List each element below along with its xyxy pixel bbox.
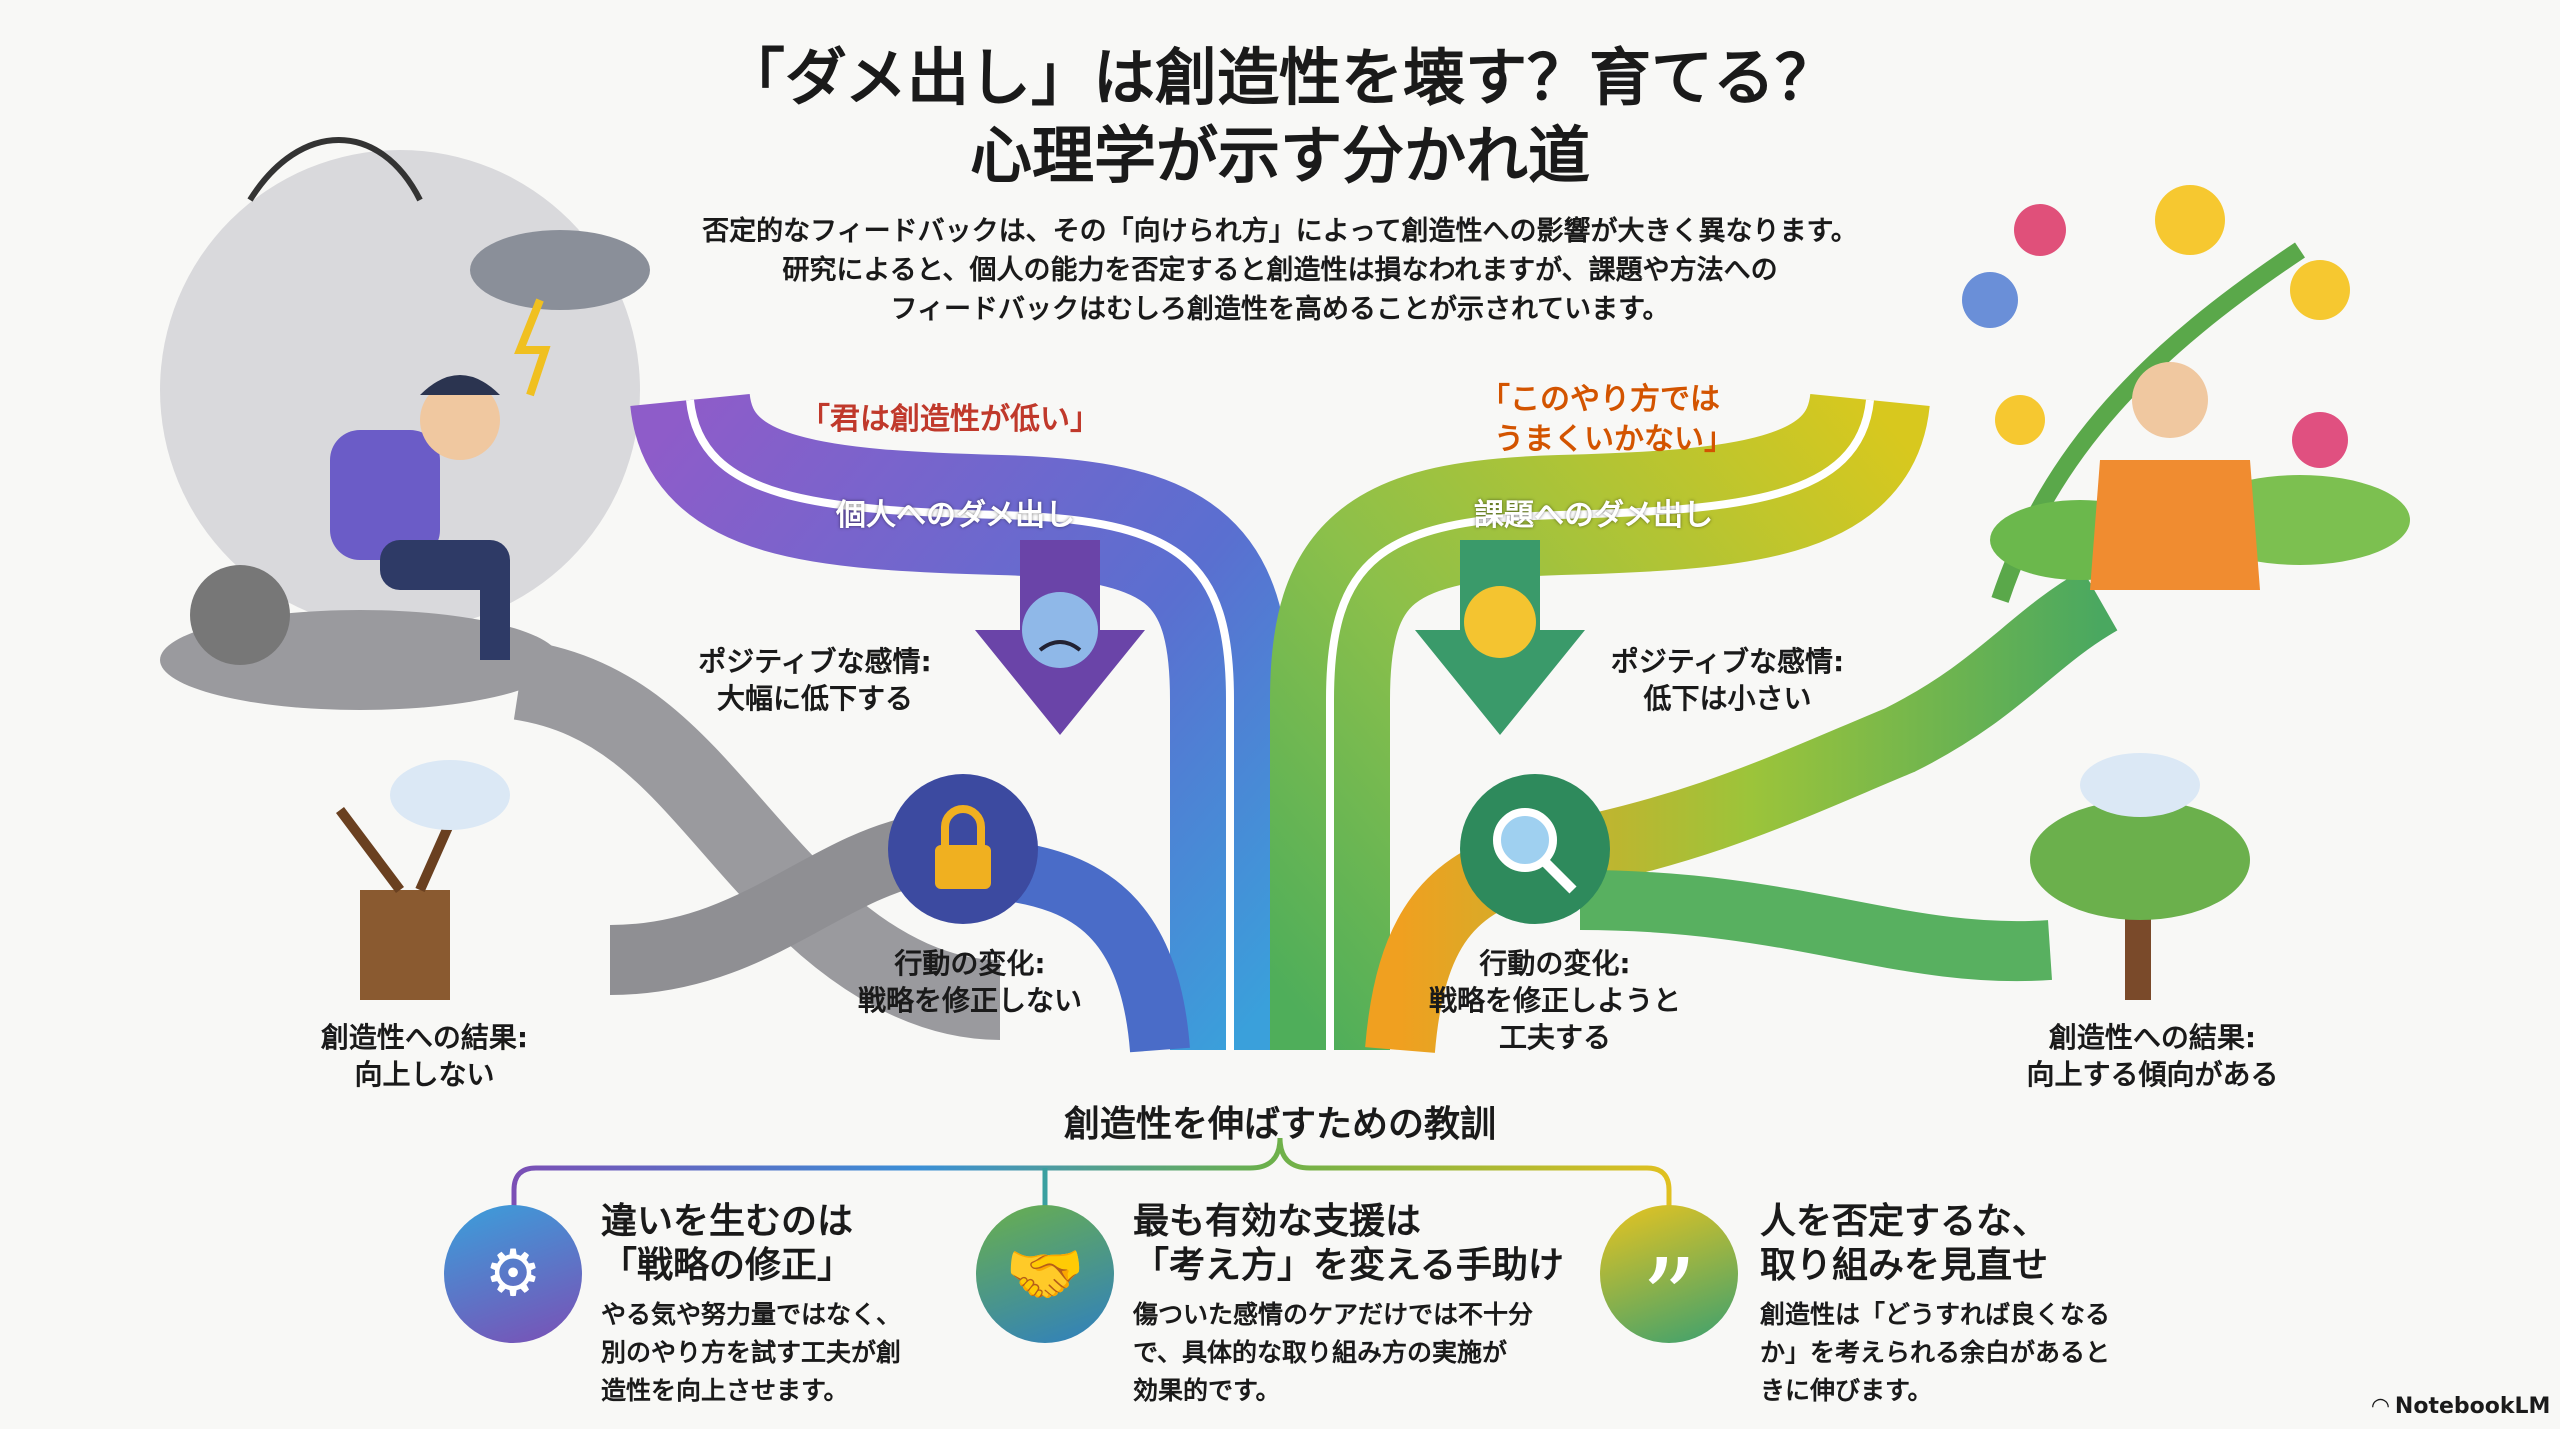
creative-person-illustration [1962, 185, 2410, 603]
description-line: 否定的なフィードバックは、その「向けられ方」によって創造性への影響が大きく異なり… [702, 216, 1858, 247]
left-behavior: 行動の変化: 戦略を修正しない [840, 945, 1100, 1019]
right-result: 創造性への結果: 向上する傾向がある [2000, 1019, 2305, 1093]
lesson-body: 別のやり方を試す工夫が創 [601, 1338, 902, 1367]
lesson-body: きに伸びます。 [1760, 1376, 1933, 1405]
lesson-body: 効果的です。 [1133, 1376, 1281, 1405]
behavior-value: 戦略を修正しようと [1428, 984, 1681, 1017]
sad-face-icon [1022, 592, 1098, 668]
quote-line: 「このやり方では [1480, 382, 1720, 417]
lesson-item: 最も有効な支援は 「考え方」を変える手助け 傷ついた感情のケアだけでは不十分 で… [1133, 1200, 1593, 1410]
lesson-body: か」を考えられる余白があると [1760, 1338, 2111, 1367]
result-label: 創造性への結果: [2048, 1021, 2257, 1054]
notebooklm-logo-icon: ◠ [2372, 1394, 2389, 1419]
lesson-body: やる気や努力量ではなく、 [601, 1300, 902, 1329]
behavior-label: 行動の変化: [1479, 947, 1631, 980]
description-line: 研究によると、個人の能力を否定すると創造性は損なわれますが、課題や方法への [782, 255, 1778, 286]
emotion-label: ポジティブな感情: [1610, 645, 1845, 678]
left-emotion: ポジティブな感情: 大幅に低下する [690, 643, 940, 717]
lesson-body: 造性を向上させます。 [601, 1376, 849, 1405]
description: 否定的なフィードバックは、その「向けられ方」によって創造性への影響が大きく異なり… [0, 212, 2560, 329]
lesson-bracket [511, 1137, 1672, 1235]
lesson-body: 傷ついた感情のケアだけでは不十分 [1133, 1300, 1534, 1329]
emotion-label: ポジティブな感情: [698, 645, 932, 678]
behavior-label: 行動の変化: [894, 947, 1046, 980]
emotion-value: 低下は小さい [1643, 682, 1812, 715]
behavior-value: 戦略を修正しない [857, 984, 1082, 1017]
left-quote: 「君は創造性が低い」 [800, 402, 1100, 437]
lesson-title: 最も有効な支援は [1133, 1201, 1422, 1242]
thinking-face-icon [1464, 586, 1536, 658]
right-road-label: 課題へのダメ出し [1474, 498, 1714, 533]
page-subtitle: 心理学が示す分かれ道 [969, 119, 1590, 192]
emotion-value: 大幅に低下する [716, 682, 913, 715]
result-label: 創造性への結果: [320, 1021, 529, 1054]
right-quote: 「このやり方では うまくいかない」 [1480, 380, 1734, 460]
brand-name: NotebookLM [2394, 1394, 2551, 1419]
left-result: 創造性への結果: 向上しない [292, 1019, 557, 1093]
stressed-person-illustration [160, 137, 650, 710]
lesson-title: 違いを生むのは [601, 1201, 854, 1242]
growing-tree-illustration [2030, 753, 2250, 1000]
right-behavior: 行動の変化: 戦略を修正しようと 工夫する [1410, 945, 1700, 1056]
hands-icon: 🤝 [976, 1205, 1114, 1343]
description-line: フィードバックはむしろ創造性を高めることが示されています。 [890, 294, 1670, 325]
right-emotion: ポジティブな感情: 低下は小さい [1590, 643, 1865, 717]
page-title: 「ダメ出し」は創造性を壊す？育てる？ [722, 41, 1838, 114]
behavior-value: 工夫する [1498, 1021, 1611, 1054]
lesson-item: 違いを生むのは 「戦略の修正」 やる気や努力量ではなく、 別のやり方を試す工夫が… [601, 1200, 1021, 1410]
result-value: 向上する傾向がある [2026, 1058, 2279, 1091]
lesson-body: 創造性は「どうすれば良くなる [1760, 1300, 2111, 1329]
lesson-body: で、具体的な取り組み方の実施が [1133, 1338, 1508, 1367]
brain-gear-icon: ⚙ [444, 1205, 582, 1343]
lesson-title: 「考え方」を変える手助け [1133, 1245, 1564, 1286]
lesson-item: 人を否定するな、 取り組みを見直せ 創造性は「どうすれば良くなる か」を考えられ… [1760, 1200, 2180, 1410]
lesson-title: 取り組みを見直せ [1760, 1245, 2049, 1286]
notebooklm-watermark: ◠ NotebookLM [2372, 1394, 2550, 1419]
lesson-title: 人を否定するな、 [1760, 1201, 2049, 1242]
quote-icon: ” [1600, 1205, 1738, 1354]
dead-stump-illustration [336, 760, 510, 1000]
quote-line: うまくいかない」 [1494, 422, 1734, 457]
result-value: 向上しない [354, 1058, 495, 1091]
lessons-heading: 創造性を伸ばすための教訓 [1063, 1104, 1496, 1145]
left-road-label: 個人へのダメ出し [836, 498, 1076, 533]
lesson-title: 「戦略の修正」 [601, 1245, 854, 1286]
